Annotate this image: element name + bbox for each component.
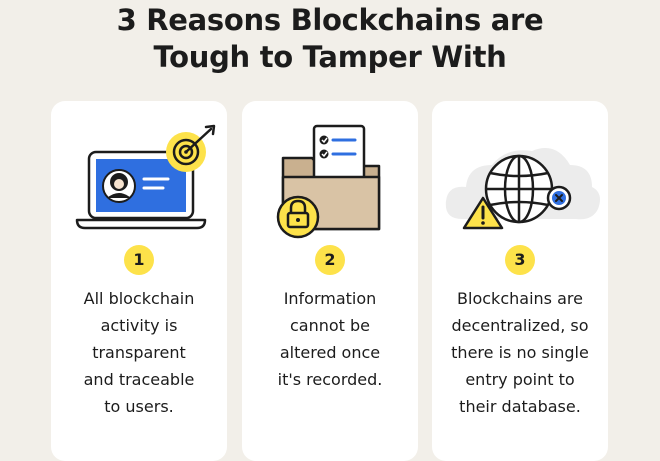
page-title: 3 Reasons Blockchains are Tough to Tampe…	[0, 2, 660, 76]
reason-card-3: 3 Blockchains are decentralized, so ther…	[432, 101, 608, 461]
description-line: Information	[283, 289, 377, 308]
description-line: their database.	[459, 397, 581, 416]
description-line: there is no single	[451, 343, 589, 362]
reason-description: Information cannot be altered once it's …	[250, 285, 410, 393]
description-line: transparent	[92, 343, 186, 362]
description-line: All blockchain	[83, 289, 195, 308]
title-line-1: 3 Reasons Blockchains are	[116, 3, 544, 37]
description-line: altered once	[279, 343, 381, 362]
laptop-with-target-icon	[51, 121, 227, 241]
title-line-2: Tough to Tamper With	[153, 40, 507, 74]
reason-number-badge: 3	[505, 245, 535, 275]
description-line: entry point to	[465, 370, 575, 389]
globe-network-warning-icon	[432, 121, 608, 241]
description-line: decentralized, so	[451, 316, 589, 335]
reason-description: Blockchains are decentralized, so there …	[440, 285, 600, 420]
description-line: to users.	[104, 397, 174, 416]
description-line: activity is	[100, 316, 178, 335]
locked-folder-icon	[242, 121, 418, 241]
reason-number-badge: 2	[315, 245, 345, 275]
description-line: cannot be	[289, 316, 371, 335]
reason-description: All blockchain activity is transparent a…	[59, 285, 219, 420]
reason-card-2: 2 Information cannot be altered once it'…	[242, 101, 418, 461]
description-line: and traceable	[83, 370, 195, 389]
reason-number-badge: 1	[124, 245, 154, 275]
reason-card-1: 1 All blockchain activity is transparent…	[51, 101, 227, 461]
description-line: Blockchains are	[457, 289, 583, 308]
description-line: it's recorded.	[277, 370, 383, 389]
